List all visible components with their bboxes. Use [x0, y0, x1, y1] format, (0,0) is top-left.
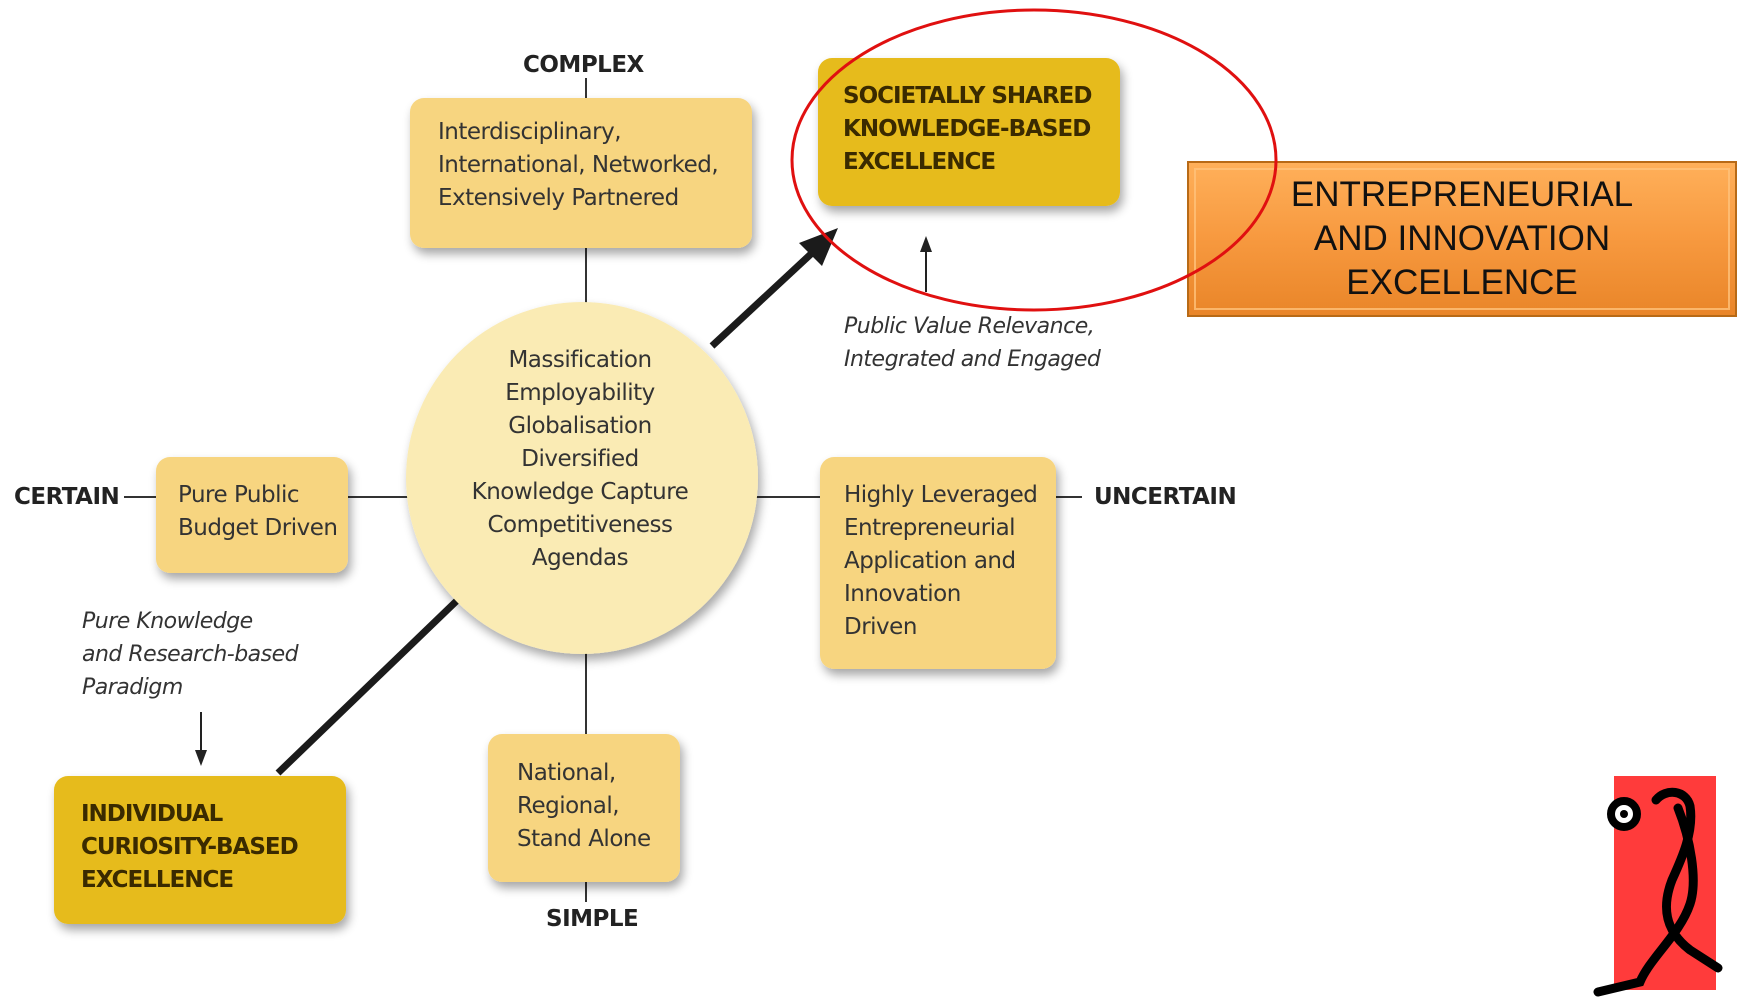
box-bottom-text: National, Regional, Stand Alone [517, 760, 651, 852]
diagonal-line-upper [709, 250, 815, 349]
box-right-text: Highly Leveraged Entrepreneurial Applica… [844, 482, 1038, 640]
box-right-uncertain [820, 457, 1056, 669]
box-individual-text: INDIVIDUAL CURIOSITY-BASED EXCELLENCE [81, 801, 299, 893]
callout-box [1187, 161, 1737, 317]
box-top-text: Interdisciplinary, International, Networ… [438, 119, 719, 211]
small-arrow-down-head [195, 750, 207, 766]
axis-label-complex: COMPLEX [523, 52, 644, 78]
box-individual-excellence [54, 776, 346, 924]
note-public-value: Public Value Relevance, Integrated and E… [844, 314, 1101, 372]
box-top-complex [410, 98, 752, 248]
center-circle-text: Massification Employability Globalisatio… [471, 347, 689, 571]
box-bottom-simple [488, 734, 680, 882]
axis-label-uncertain: UNCERTAIN [1094, 484, 1237, 510]
walking-figure-logo [1593, 776, 1723, 997]
axis-label-certain: CERTAIN [14, 484, 120, 510]
box-left-text: Pure Public Budget Driven [178, 482, 338, 541]
small-arrow-up-head [920, 236, 932, 252]
note-pure-knowledge: Pure Knowledge and Research-based Paradi… [82, 609, 299, 700]
box-societal-text: SOCIETALLY SHARED KNOWLEDGE-BASED EXCELL… [843, 83, 1092, 175]
callout-text: ENTREPRENEURIAL AND INNOVATION EXCELLENC… [1290, 175, 1634, 302]
box-left-certain [156, 457, 348, 573]
box-societal-excellence [818, 58, 1120, 206]
axis-label-simple: SIMPLE [546, 906, 639, 932]
center-circle [406, 302, 758, 654]
diagonal-line-lower [275, 585, 473, 776]
highlight-ellipse [790, 8, 1278, 312]
callout-box-inner-edge [1194, 168, 1730, 310]
